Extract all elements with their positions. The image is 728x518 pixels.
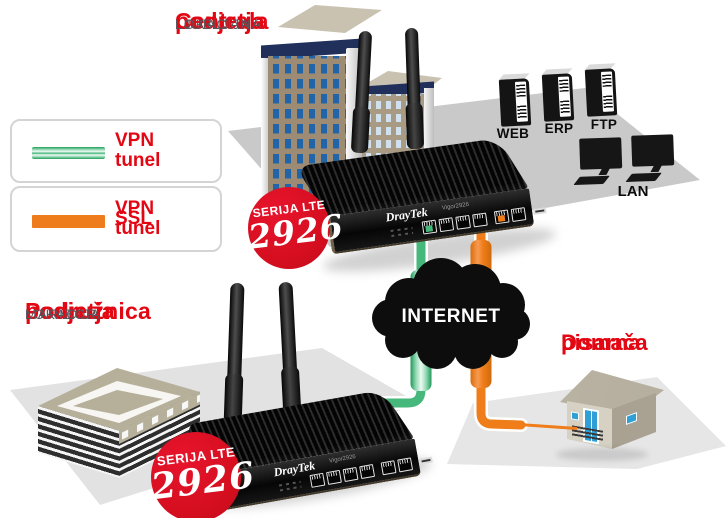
router-leds <box>390 226 417 238</box>
router-model-text: Vigor2926 <box>441 201 470 212</box>
branch-location-line1: LOKACIJA <box>25 306 101 322</box>
ethernet-port <box>359 464 376 480</box>
lan-label: LAN <box>617 183 649 200</box>
ssl-cable-plug <box>497 215 506 222</box>
ethernet-port <box>421 219 438 235</box>
ethernet-port <box>380 460 397 476</box>
erp-server-label: ERP <box>544 121 574 136</box>
office-tower-pillar <box>424 88 434 200</box>
ethernet-port <box>342 466 359 483</box>
house-shadow <box>556 448 648 461</box>
internet-label: INTERNET <box>401 306 501 327</box>
ethernet-port <box>472 212 488 228</box>
hq-location-line2: LJUBLJANA <box>175 16 262 32</box>
ethernet-port <box>455 214 471 230</box>
router-model-text: Vigor2926 <box>328 454 357 465</box>
vpn-tunnel-label: VPN tunel <box>115 130 161 171</box>
series-badge: SERIJA LTE 2926 <box>149 432 257 518</box>
ssl-cable-thin <box>518 423 578 430</box>
branch-location-line2: MARIBOR <box>25 306 98 322</box>
ethernet-port <box>309 472 326 488</box>
series-badge: SERIJA LTE 2926 <box>245 187 346 269</box>
office-tower-pillar <box>261 58 269 208</box>
ethernet-port <box>438 217 455 233</box>
ethernet-port <box>397 457 414 473</box>
legend-ssl-vpn-tunnel: SSL VPN tunel <box>10 186 222 252</box>
ftp-server-label: FTP <box>590 117 618 132</box>
vpn-tunnel-swatch <box>32 147 105 159</box>
internet-cloud-icon <box>372 258 530 369</box>
hq-location-line1: LOKACIJA <box>175 16 251 32</box>
vpn-cable-plug <box>425 225 434 233</box>
router-leds <box>278 480 306 492</box>
branch-title-line2: podjetja <box>25 298 115 324</box>
badge-model-number: 2926 <box>245 206 346 257</box>
home-title-line2: pisarna <box>561 330 641 355</box>
home-title-line1: Domača <box>561 330 648 355</box>
ssl-cable <box>476 207 526 430</box>
branch-title-line1: Podružnica <box>25 298 151 324</box>
web-server-label: WEB <box>496 126 530 141</box>
hq-title-line2: podjetja <box>175 8 265 34</box>
ssl-label-line2: VPN tunel <box>115 198 161 239</box>
ethernet-port <box>493 209 510 225</box>
legend-vpn-tunnel: VPN tunel <box>10 119 222 183</box>
hq-title-line1: Centrala <box>175 8 269 34</box>
ssl-tunnel-swatch <box>32 215 105 228</box>
ethernet-port <box>510 207 527 222</box>
ssl-label-line1: SSL <box>115 208 152 230</box>
ethernet-port <box>326 469 342 485</box>
